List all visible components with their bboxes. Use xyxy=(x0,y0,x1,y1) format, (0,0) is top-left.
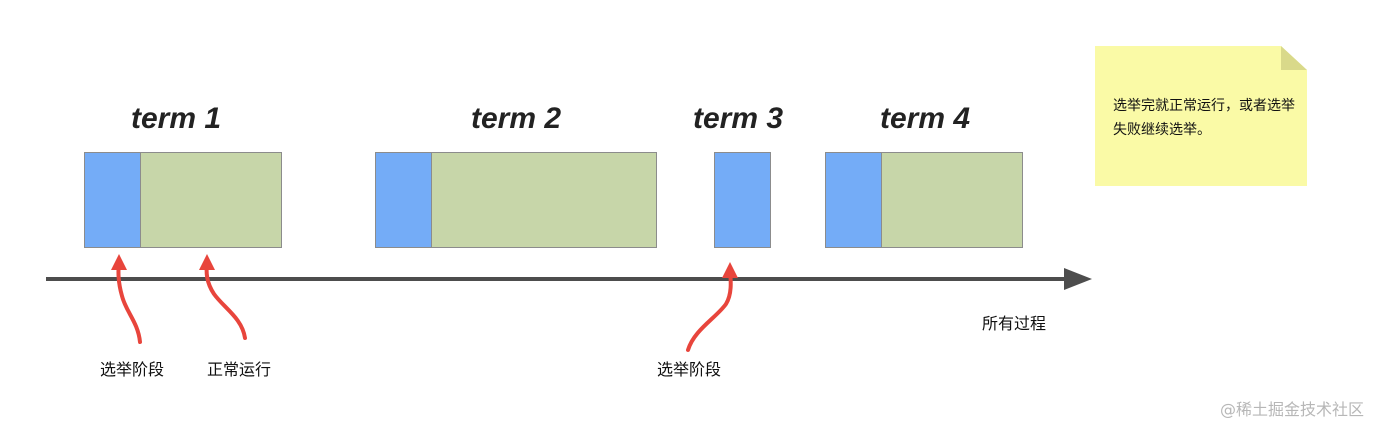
term-3-title: term 3 xyxy=(692,102,784,135)
sticky-note: 选举完就正常运行，或者选举失败继续选举。 xyxy=(1095,46,1307,186)
election-pointer-arrowhead-1 xyxy=(111,254,127,270)
election-pointer-arrow-3 xyxy=(686,266,733,352)
watermark: @稀土掘金技术社区 xyxy=(1219,400,1364,419)
election-pointer-arrow-1 xyxy=(116,258,142,344)
timeline-arrowhead-icon xyxy=(1064,268,1092,290)
normal-pointer-arrowhead xyxy=(199,254,215,270)
term-2-title: term 2 xyxy=(470,102,562,135)
term-2-normal-segment xyxy=(431,152,657,248)
normal-operation-label: 正常运行 xyxy=(207,360,272,379)
sticky-note-shape xyxy=(1095,46,1307,186)
election-phase-label-1: 选举阶段 xyxy=(100,360,165,379)
election-phase-label-3: 选举阶段 xyxy=(657,360,722,379)
term-2-election-segment xyxy=(375,152,432,248)
term-4-title: term 4 xyxy=(879,102,971,135)
timeline-label: 所有过程 xyxy=(982,314,1047,333)
term-1-normal-segment xyxy=(140,152,282,248)
normal-pointer-arrow xyxy=(204,258,247,340)
sticky-note-text: 选举完就正常运行，或者选举失败继续选举。 xyxy=(1113,98,1295,138)
term-1-title: term 1 xyxy=(130,102,222,135)
term-4-election-segment xyxy=(825,152,882,248)
term-1-election-segment xyxy=(84,152,141,248)
term-3-election-segment xyxy=(714,152,771,248)
term-4-normal-segment xyxy=(881,152,1023,248)
election-pointer-arrowhead-3 xyxy=(722,262,738,278)
